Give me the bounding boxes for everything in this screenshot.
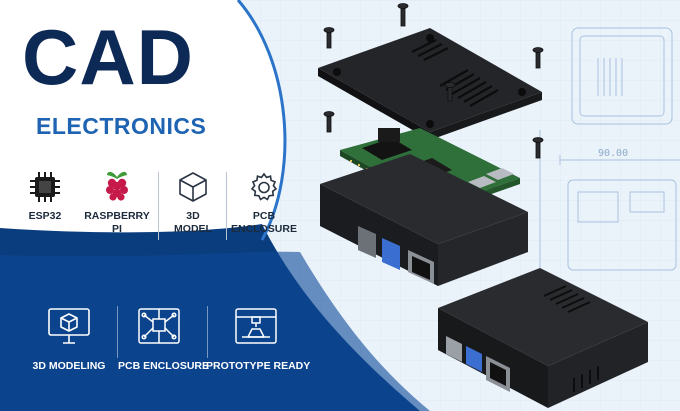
- feature-prototype-ready: PROTOTYPE READY: [206, 306, 311, 372]
- assembled-enclosure: [438, 268, 648, 408]
- page-title: CAD: [22, 13, 194, 101]
- 3d-printer-icon: [235, 308, 277, 344]
- page-subtitle: ELECTRONICS: [36, 113, 207, 139]
- dimension-label: 90.00: [598, 148, 628, 159]
- feature-label: RASPBERRY PI: [84, 210, 150, 235]
- feature-3d-model: 3D MODEL: [166, 170, 220, 235]
- feature-label: PCB: [252, 210, 276, 222]
- chip-icon: [30, 172, 60, 202]
- feature-label: 3D MODELING: [32, 360, 106, 372]
- enclosure-lid: [318, 28, 542, 140]
- cube-icon: [179, 172, 207, 202]
- circuit-board-icon: [138, 308, 180, 344]
- enclosure-base: [320, 154, 528, 286]
- feature-esp32: ESP32: [18, 170, 72, 223]
- feature-pcb-enclosure-bottom: PCB ENCLOSURE: [118, 306, 210, 372]
- feature-label: MODEL: [174, 222, 212, 235]
- feature-label: ESP32: [28, 210, 62, 222]
- feature-3d-modeling: 3D MODELING: [28, 306, 110, 372]
- monitor-cube-icon: [48, 308, 90, 344]
- feature-label: 3D: [186, 210, 200, 222]
- feature-label: PROTOTYPE READY: [206, 360, 311, 372]
- feature-divider: [226, 172, 227, 240]
- feature-label: PCB ENCLOSURE: [118, 360, 210, 372]
- feature-label: ENCLOSURE: [231, 222, 297, 235]
- feature-divider: [117, 306, 118, 358]
- feature-pcb-enclosure: PCB ENCLOSURE: [230, 170, 298, 235]
- raspberry-icon: [106, 171, 128, 201]
- screws: [323, 3, 544, 159]
- feature-divider: [207, 306, 208, 358]
- gear-icon: [250, 172, 278, 201]
- feature-divider: [158, 172, 159, 240]
- feature-raspberry-pi: RASPBERRY PI: [80, 168, 154, 235]
